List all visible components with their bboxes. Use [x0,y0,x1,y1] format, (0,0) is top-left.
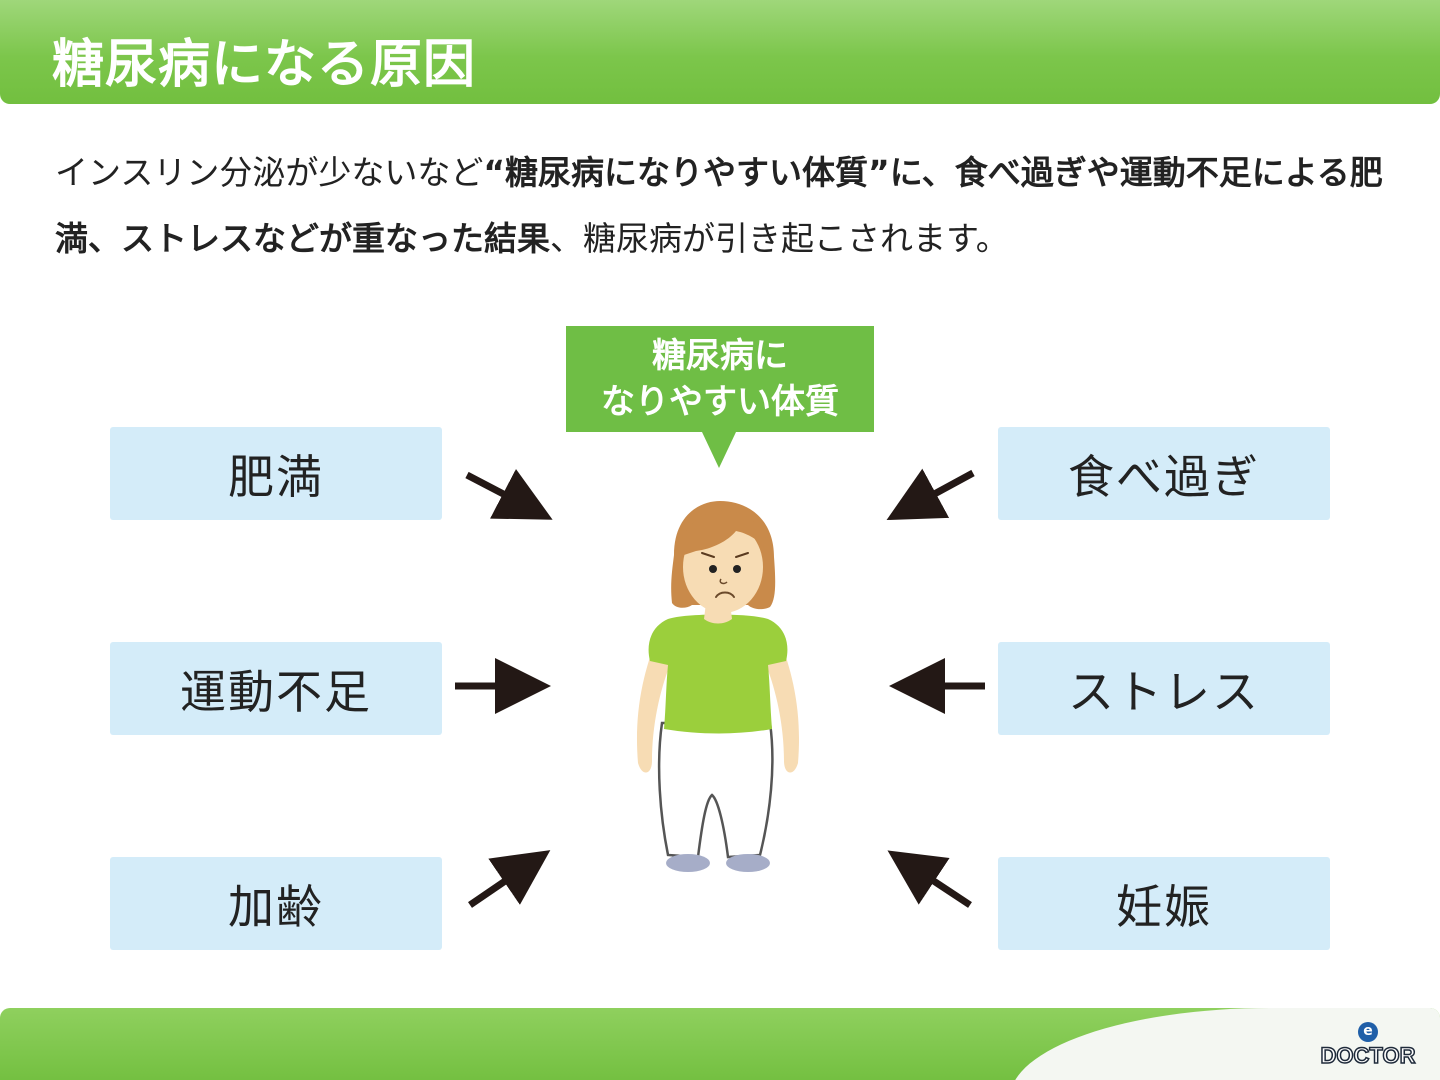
arrow-top-left [465,468,553,520]
intro-part-3: 、糖尿病が引き起こされます。 [550,219,1009,258]
intro-text: インスリン分泌が少ないなど“糖尿病になりやすい体質”に、食べ過ぎや運動不足による… [55,140,1405,272]
intro-part-2-bold: “糖尿病になりやすい体質”に、食べ過ぎや運動不足による肥満、ストレスなどが重なっ… [55,153,1383,258]
cause-box-obesity: 肥満 [110,427,442,520]
intro-part-1: インスリン分泌が少ないなど [55,153,484,192]
center-label: 糖尿病に なりやすい体質 [566,326,874,432]
center-label-pointer [702,432,736,468]
title-bar: 糖尿病になる原因 [0,0,1440,104]
cause-label: 運動不足 [180,664,372,719]
cause-label: 肥満 [228,449,324,504]
cause-box-lack-of-exercise: 運動不足 [110,642,442,735]
cause-box-pregnancy: 妊娠 [998,857,1330,950]
e-doctor-logo: e DOCTOR [1312,1022,1424,1072]
cause-label: 妊娠 [1116,879,1212,934]
page-title: 糖尿病になる原因 [52,35,477,95]
arrow-top-right [886,468,975,521]
worried-woman-illustration [636,501,800,872]
cause-label: 加齢 [228,879,324,934]
center-label-line-2: なりやすい体質 [601,382,839,422]
footer-bar [0,1008,1440,1080]
center-label-line-1: 糖尿病に [652,336,788,376]
cause-box-aging: 加齢 [110,857,442,950]
logo-e-icon: e [1358,1022,1378,1042]
cause-box-overeating: 食べ過ぎ [998,427,1330,520]
logo-text: DOCTOR [1320,1042,1416,1069]
cause-label: 食べ過ぎ [1068,449,1260,504]
cause-box-stress: ストレス [998,642,1330,735]
cause-label: ストレス [1068,664,1260,719]
arrow-bottom-left [468,850,551,908]
arrow-bottom-right [887,850,972,908]
